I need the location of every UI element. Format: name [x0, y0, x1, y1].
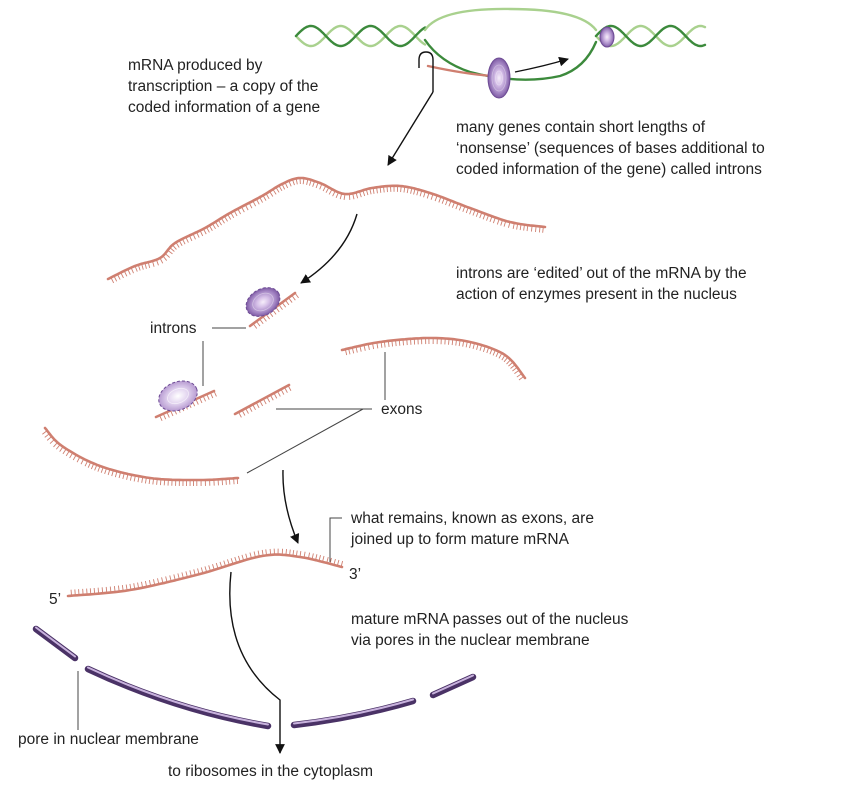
- dna-bubble-upper: [423, 7, 598, 32]
- exon-fragment-middle: [233, 383, 292, 418]
- dna-double-helix: [294, 7, 707, 81]
- label-five-prime: 5’: [49, 591, 62, 608]
- label-to-ribosomes: to ribosomes in the cytoplasm: [168, 763, 374, 780]
- arrow-to-pre-mrna: [387, 91, 434, 166]
- dna-strand-right-dark: [594, 24, 707, 48]
- label-pore: pore in nuclear membrane: [18, 731, 199, 748]
- membrane-segment: [290, 697, 417, 729]
- rna-polymerase-small: [599, 26, 615, 48]
- membrane-segment: [32, 625, 79, 662]
- membrane-segment: [429, 673, 477, 699]
- dna-strand-right-light: [594, 24, 707, 48]
- nascent-mrna: [426, 64, 494, 78]
- splicing-enzyme-upper: [245, 287, 281, 317]
- label-introns: introns: [150, 320, 197, 337]
- leader-lines: [77, 327, 386, 730]
- rna-polymerase-enzyme: [487, 57, 511, 99]
- mrna-hook: [418, 51, 434, 92]
- arrow-to-cytoplasm: [229, 571, 285, 754]
- dna-strand-left-dark: [294, 24, 427, 48]
- arrow-to-mature-mrna: [282, 469, 300, 544]
- label-mrna-produced: mRNA produced by transcription – a copy …: [128, 57, 321, 116]
- label-introns-nonsense: many genes contain short lengths of ‘non…: [456, 119, 765, 178]
- splicing-enzyme-lower: [158, 380, 198, 412]
- membrane-segment: [84, 665, 272, 730]
- label-mature-mrna-passes: mature mRNA passes out of the nucleus vi…: [351, 611, 629, 649]
- dna-strand-left-light: [294, 24, 427, 48]
- arrow-transcription-direction: [514, 56, 569, 73]
- label-what-remains: what remains, known as exons, are joined…: [351, 510, 594, 548]
- label-three-prime: 3’: [349, 566, 362, 583]
- leader-exons-lower: [246, 408, 364, 474]
- exon-fragment-top: [340, 336, 527, 381]
- nuclear-membrane: [32, 625, 477, 730]
- leader-mature-bracket: [329, 517, 342, 562]
- process-arrows: [229, 56, 569, 754]
- mature-mrna-strand: [66, 548, 344, 598]
- label-exons: exons: [381, 401, 423, 418]
- exon-fragment-lower: [42, 426, 240, 487]
- arrow-to-splicing: [300, 213, 358, 284]
- mrna-strands: [42, 176, 547, 598]
- pre-mrna-strand: [106, 176, 547, 284]
- label-introns-edited: introns are ‘edited’ out of the mRNA by …: [456, 265, 747, 303]
- dna-bubble-lower: [423, 38, 598, 81]
